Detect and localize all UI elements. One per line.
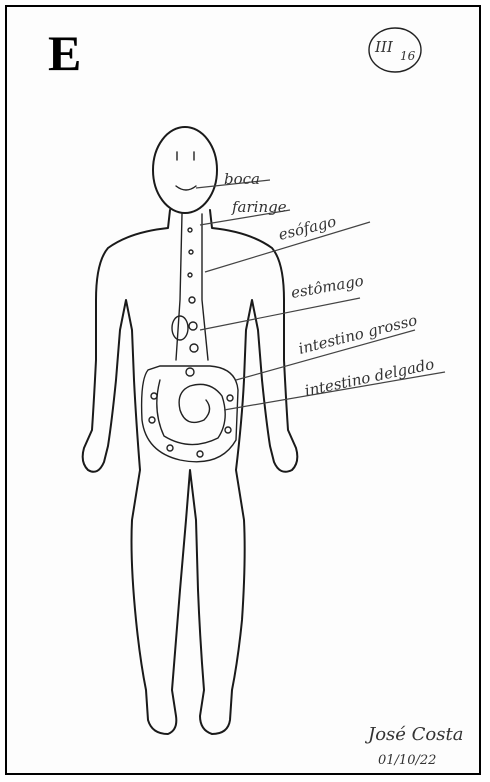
- page-stamp: III 16: [369, 28, 421, 72]
- label-mouth: boca: [224, 170, 260, 188]
- esophagus-tube: [176, 214, 208, 360]
- mouth-shape: [176, 186, 196, 190]
- stomach-leader: [200, 298, 360, 330]
- stomach-outline: [172, 316, 188, 340]
- head-outline: [153, 127, 217, 213]
- body-outline: [83, 210, 298, 734]
- signature: José Costa 01/10/22: [364, 724, 463, 768]
- small-intestine-outline: [157, 380, 225, 445]
- organ-labels: boca faringe esófago estômago intestino …: [224, 170, 436, 400]
- signature-name: José Costa: [364, 724, 463, 745]
- human-figure: [83, 127, 298, 734]
- stamp-number: 16: [400, 49, 416, 63]
- esophagus-dots: [188, 228, 198, 352]
- label-pharynx: faringe: [231, 198, 287, 216]
- stamp-roman: III: [374, 38, 394, 56]
- label-stomach: estômago: [290, 271, 365, 301]
- signature-date: 01/10/22: [378, 753, 436, 768]
- label-esophagus: esófago: [277, 212, 338, 244]
- intestine-dots: [149, 368, 233, 457]
- large-intestine-outline: [142, 366, 238, 462]
